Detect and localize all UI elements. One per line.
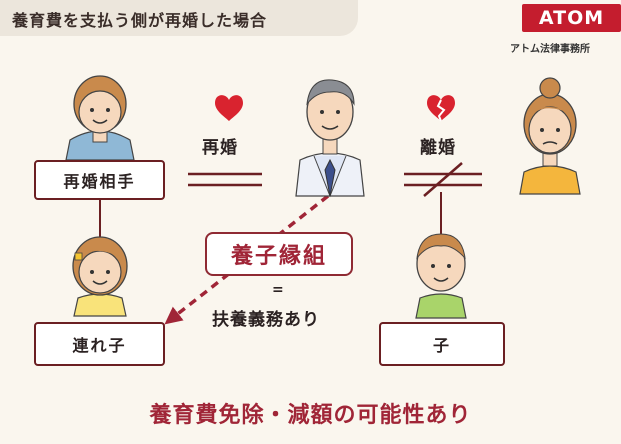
divorce-crossed-equals-sign: [404, 162, 482, 197]
adoption-box: 養子縁組: [205, 232, 353, 276]
support-duty-label: 扶養義務あり: [212, 310, 320, 330]
child-box: 子: [379, 322, 505, 366]
remarriage-label: 再婚: [202, 138, 238, 158]
page-title: 養育費を支払う側が再婚した場合: [12, 11, 268, 30]
new-spouse-woman-illustration: [65, 75, 135, 161]
atom-logo: ATOM: [522, 4, 621, 32]
firm-name: アトム法律事務所: [510, 44, 590, 55]
ex-wife-illustration: [519, 77, 581, 195]
stepchild-box: 連れ子: [34, 322, 165, 366]
remarriage-equals-sign: [188, 172, 262, 187]
stepchild-girl-illustration: [72, 236, 128, 317]
new-spouse-label: 再婚相手: [63, 172, 136, 191]
heart-icon: [215, 95, 243, 121]
payer-man-illustration: [295, 79, 365, 198]
title-banner: 養育費を支払う側が再婚した場合: [0, 0, 358, 36]
stepchild-label: 連れ子: [72, 336, 127, 355]
divorce-label: 離婚: [420, 138, 456, 158]
adoption-label: 養子縁組: [230, 244, 327, 269]
conclusion-text: 養育費免除・減額の可能性あり: [149, 403, 472, 428]
child-label: 子: [432, 336, 451, 355]
new-spouse-box: 再婚相手: [34, 160, 165, 200]
equals-mark: =: [272, 282, 284, 298]
broken-heart-icon: [427, 95, 455, 122]
child-boy-illustration: [415, 233, 467, 319]
